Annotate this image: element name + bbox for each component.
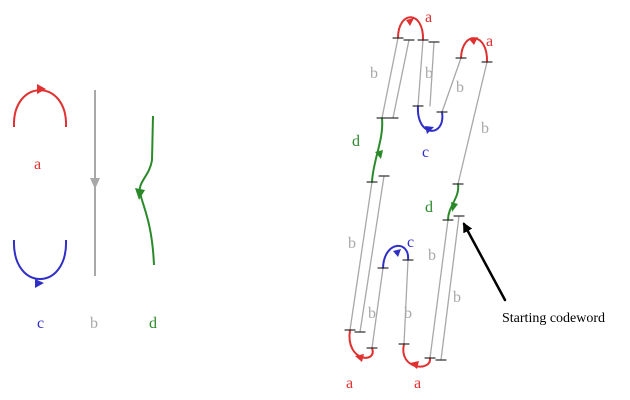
b-strand	[381, 37, 399, 119]
label-c: c	[407, 234, 414, 251]
label-b: b	[368, 305, 376, 322]
annotation-arrow	[462, 222, 507, 302]
assembly-panel: a a a a b b b b b b b b b c c d d Starti…	[344, 9, 605, 392]
piece-d-label: d	[149, 315, 157, 332]
b-strand	[349, 181, 373, 331]
c-arrowhead	[393, 249, 401, 257]
c-arrowheads	[393, 126, 434, 257]
label-b: b	[425, 65, 433, 82]
b-strand	[429, 219, 449, 359]
d-strands	[371, 117, 460, 221]
piece-c: c	[12, 239, 68, 332]
label-b: b	[404, 305, 412, 322]
a-arrowhead	[469, 37, 478, 45]
d-strand	[447, 183, 460, 221]
assembly-labels: a a a a b b b b b b b b b c c d d	[346, 9, 493, 392]
label-a: a	[425, 9, 432, 26]
label-a: a	[414, 375, 421, 392]
c-arrowhead	[425, 126, 434, 134]
annotation-label: Starting codeword	[502, 311, 605, 326]
b-strands	[349, 37, 488, 361]
piece-d-arrowhead	[135, 188, 145, 200]
b-strand	[429, 41, 435, 107]
starting-codeword-annotation: Starting codeword	[462, 222, 605, 326]
piece-c-arrowhead	[35, 279, 44, 288]
a-arc	[397, 16, 425, 41]
a-arrowhead	[410, 361, 419, 369]
b-strand	[440, 215, 460, 361]
d-arrowhead	[451, 202, 458, 212]
piece-c-label: c	[37, 315, 44, 332]
label-b: b	[456, 79, 464, 96]
piece-d: d	[135, 115, 157, 332]
piece-a-arc	[12, 89, 68, 128]
b-strand	[457, 61, 488, 185]
legend-panel: a b c d	[12, 84, 157, 332]
a-arrowheads	[355, 18, 478, 369]
a-arrowhead	[355, 354, 364, 362]
c-arc	[382, 244, 410, 269]
piece-b: b	[90, 90, 100, 332]
b-strand	[403, 259, 409, 345]
b-strand	[417, 39, 424, 107]
b-strand	[359, 175, 385, 333]
label-a: a	[346, 375, 353, 392]
a-arrowhead	[406, 18, 414, 26]
label-c: c	[422, 144, 429, 161]
c-arcs	[382, 105, 444, 269]
piece-a-arrowhead	[37, 84, 46, 94]
piece-b-label: b	[90, 315, 98, 332]
piece-a-label: a	[34, 156, 41, 173]
b-strand	[441, 57, 462, 113]
label-b: b	[453, 289, 461, 306]
b-strand	[371, 267, 384, 349]
piece-c-arc	[12, 239, 68, 280]
label-d: d	[352, 133, 360, 150]
d-arrowheads	[375, 150, 458, 212]
piece-a: a	[12, 84, 68, 173]
label-d: d	[425, 199, 433, 216]
piece-b-arrowhead	[90, 178, 100, 189]
label-b: b	[481, 120, 489, 137]
a-arc	[348, 329, 374, 359]
b-strand	[392, 39, 410, 119]
label-b: b	[348, 235, 356, 252]
d-strand	[371, 117, 384, 183]
label-b: b	[370, 65, 378, 82]
c-arc	[416, 105, 444, 132]
joint-ticks	[344, 37, 493, 361]
d-arrowhead	[375, 150, 383, 159]
label-a: a	[486, 33, 493, 50]
label-b: b	[428, 247, 436, 264]
